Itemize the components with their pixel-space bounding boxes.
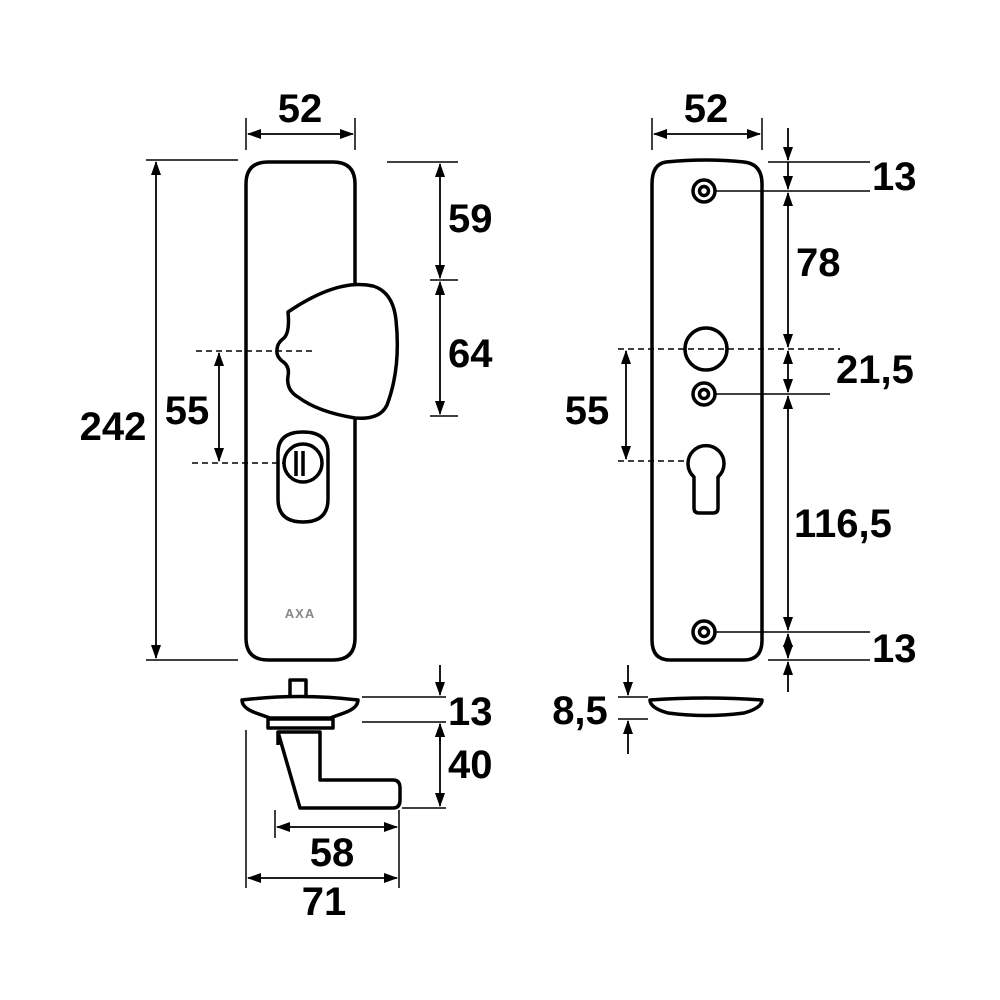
dim-label-handle-depth: 58 — [310, 831, 355, 875]
dim-label-width: 52 — [278, 87, 323, 131]
brand-logo: AXA — [285, 606, 315, 621]
side-plate-profile — [648, 696, 764, 718]
dim-label-width: 52 — [684, 87, 729, 131]
left-plate-outline — [244, 160, 357, 662]
left-front-view: AXA 52 242 59 64 55 — [80, 87, 494, 924]
dim-label-height: 242 — [80, 405, 147, 449]
dim-label-top-to-knob: 59 — [448, 197, 493, 241]
security-knob — [275, 282, 400, 420]
side-rosette — [240, 694, 360, 720]
dim-label-center-distance: 55 — [165, 389, 210, 433]
dim-label-side-top: 13 — [448, 690, 493, 734]
dim-label-center-distance: 55 — [565, 389, 610, 433]
dim-label-screw-to-hole: 78 — [796, 241, 841, 285]
spindle-hole — [683, 326, 729, 372]
screw-hole-middle-icon — [697, 387, 711, 401]
screw-hole-bottom-icon — [697, 625, 711, 639]
dim-label-bottom-screw: 13 — [872, 627, 917, 671]
screw-hole-top-icon — [697, 184, 711, 198]
dim-label-knob-height: 64 — [448, 332, 493, 376]
cylinder-keyhole — [686, 443, 726, 515]
dim-label-hole-to-screw: 21,5 — [836, 348, 914, 392]
dim-label-side-projection: 40 — [448, 743, 493, 787]
dim-label-total-depth: 71 — [302, 880, 347, 924]
side-handle — [276, 730, 402, 810]
side-spindle — [288, 678, 308, 699]
side-neck — [266, 717, 335, 730]
right-plate-outline — [650, 158, 764, 662]
right-back-view: 52 13 78 21,5 116,5 13 55 8,5 — [552, 87, 917, 754]
dim-label-thickness: 8,5 — [552, 689, 608, 733]
dim-label-screw-span: 116,5 — [794, 502, 892, 546]
dim-label-top-screw: 13 — [872, 155, 917, 199]
